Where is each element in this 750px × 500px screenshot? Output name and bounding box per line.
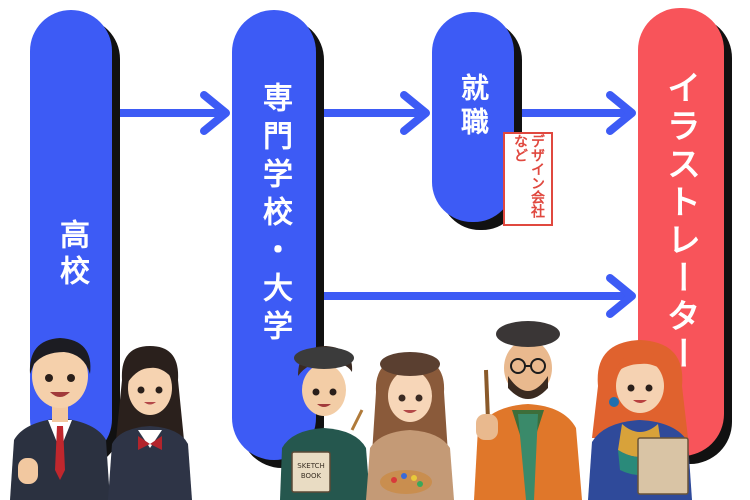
drawing-board bbox=[637, 437, 689, 495]
node-employment-label: 就職 bbox=[457, 73, 490, 141]
node-vocational-label: 専門学校・大学 bbox=[257, 82, 292, 348]
paint-palette bbox=[380, 470, 432, 494]
arrow-vocational-to-illustrator bbox=[316, 274, 636, 318]
node-vocational-university: 専門学校・大学 bbox=[232, 10, 316, 460]
high-school-girl-illustration bbox=[108, 346, 192, 500]
svg-text:BOOK: BOOK bbox=[301, 472, 322, 480]
art-student-boy-illustration: SKETCH BOOK bbox=[280, 346, 370, 500]
sketchbook-label: SKETCH bbox=[297, 462, 324, 470]
node-high-school-label: 高校 bbox=[54, 219, 89, 291]
art-student-girl-illustration bbox=[366, 352, 454, 500]
arrow-vocational-to-employment bbox=[316, 91, 430, 135]
employment-note-text: デザイン会社など bbox=[512, 134, 545, 218]
high-school-boy-illustration bbox=[10, 338, 110, 500]
sketchbook bbox=[291, 451, 331, 493]
illustrator-woman-illustration bbox=[588, 340, 692, 500]
illustrator-man-illustration bbox=[474, 321, 582, 500]
node-illustrator-label: イラストレーター bbox=[660, 70, 701, 374]
arrow-employment-to-illustrator bbox=[514, 91, 636, 135]
employment-note-tag: デザイン会社など bbox=[503, 132, 553, 226]
node-employment: 就職 bbox=[432, 12, 514, 222]
arrow-highschool-to-vocational bbox=[112, 91, 230, 135]
